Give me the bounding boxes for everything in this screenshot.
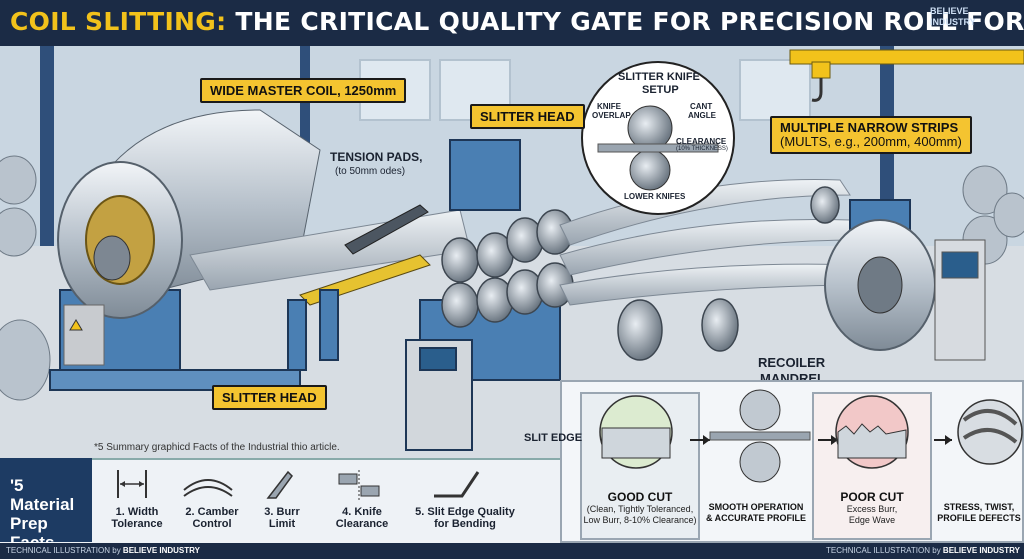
tension-pads-sub: (to 50mm odes): [335, 166, 406, 177]
good-cut-title: GOOD CUT: [607, 490, 673, 504]
overhead-crane: [789, 49, 1024, 79]
camber-control-icon: [183, 479, 233, 497]
knife-overlap-label-1: KNIFE: [597, 102, 621, 111]
title-bar: COIL SLITTING: THE CRITICAL QUALITY GATE…: [0, 0, 1024, 46]
roller-bottom: [739, 441, 781, 483]
control-console: [934, 239, 986, 361]
clearance-label: CLEARANCE: [676, 137, 727, 146]
good-cut-strip: [601, 427, 671, 459]
arrow-icon-3: [945, 435, 952, 445]
master-coil-callout: WIDE MASTER COIL, 1250mm: [200, 78, 407, 103]
fact-2-line-1: 2. Camber: [185, 506, 239, 518]
knife-clearance-icon: [338, 470, 380, 500]
fact-4-line-2: Clearance: [335, 518, 389, 530]
footer-right: TECHNICAL ILLUSTRATION by BELIEVE INDUST…: [826, 546, 1020, 555]
footnote: *5 Summary graphicd Facts of the Industr…: [94, 442, 340, 453]
page-title: COIL SLITTING: THE CRITICAL QUALITY GATE…: [10, 7, 1024, 36]
narrow-strips-title: MULTIPLE NARROW STRIPS: [780, 120, 959, 135]
brand-logo: BELIEVE INDUSTRY: [930, 6, 1018, 42]
fact-5-line-2: for Bending: [434, 518, 496, 530]
arrow-icon-2: [831, 435, 838, 445]
good-cut-sub-2: Low Burr, 8-10% Clearance): [583, 515, 697, 525]
fact-1-line-2: Tolerance: [111, 518, 163, 530]
tension-pads: [287, 204, 431, 371]
quality-diagrams: [599, 389, 1023, 483]
crane-hook-icon: [811, 78, 823, 102]
tension-pads-label: TENSION PADS,: [330, 150, 423, 164]
defects-label: STRESS, TWIST,PROFILE DEFECTS: [934, 502, 1024, 524]
poor-cut-sub: Excess Burr,Edge Wave: [812, 504, 932, 526]
narrow-strips-callout: MULTIPLE NARROW STRIPS (MULTS, e.g., 200…: [770, 116, 972, 154]
facts-heading-1: '5 Material: [10, 476, 75, 514]
footer-right-prefix: TECHNICAL ILLUSTRATION by: [826, 546, 943, 555]
footer-right-brand: BELIEVE INDUSTRY: [942, 546, 1020, 555]
poor-cut-strip: [837, 423, 907, 459]
knife-setup-title-2: SETUP: [642, 84, 679, 96]
slitter-machine: [405, 139, 561, 451]
warning-icon: [69, 319, 83, 331]
knife-setup-title-1: SLITTER KNIFE: [618, 71, 700, 83]
recoiler: [824, 199, 936, 351]
smooth-operation-label: SMOOTH OPERATION& ACCURATE PROFILE: [700, 502, 812, 524]
good-cut-sub-1: (Clean, Tightly Toleranced,: [586, 504, 694, 514]
defects-line-2: PROFILE DEFECTS: [937, 513, 1021, 523]
footer-left-prefix: TECHNICAL ILLUSTRATION by: [6, 546, 123, 555]
roller-top: [739, 389, 781, 431]
lower-knifes-label: LOWER KNIFES: [624, 192, 686, 201]
footer-left: TECHNICAL ILLUSTRATION by BELIEVE INDUST…: [6, 546, 200, 555]
arrow-icon: [703, 435, 710, 445]
facts-heading: '5 Material Prep Facts: [0, 458, 92, 552]
footer: TECHNICAL ILLUSTRATION by BELIEVE INDUST…: [0, 543, 1024, 559]
poor-cut-title: POOR CUT: [840, 490, 904, 504]
slitter-head-callout-top: SLITTER HEAD: [470, 104, 585, 129]
fact-4-line-1: 4. Knife: [342, 506, 382, 518]
smooth-line-2: & ACCURATE PROFILE: [706, 513, 806, 523]
logo-line-1: BELIEVE: [930, 6, 969, 16]
narrow-strips: [559, 179, 871, 306]
logo-line-2: INDUSTRY: [930, 17, 976, 27]
defects-line-1: STRESS, TWIST,: [943, 502, 1015, 512]
slitter-head-callout-bottom: SLITTER HEAD: [212, 385, 327, 410]
fact-2-line-2: Control: [192, 518, 232, 530]
fact-3-line-1: 3. Burr: [264, 506, 300, 518]
electrical-cabinet: [63, 304, 105, 366]
title-rest: THE CRITICAL QUALITY GATE FOR PRECISION …: [226, 7, 1024, 36]
fact-1-line-1: 1. Width: [115, 506, 159, 518]
title-accent: COIL SLITTING:: [10, 7, 227, 36]
good-cut-sub: (Clean, Tightly Toleranced,Low Burr, 8-1…: [570, 504, 710, 526]
poor-cut-sub-1: Excess Burr,: [846, 504, 898, 514]
fact-3-line-2: Limit: [268, 518, 296, 530]
smooth-line-1: SMOOTH OPERATION: [708, 502, 804, 512]
cant-angle-label-2: ANGLE: [688, 111, 716, 120]
slit-edge-label: SLIT EDGE: [524, 432, 583, 444]
burr-limit-icon: [266, 470, 293, 499]
facts-panel: [0, 458, 560, 544]
slit-edge-quality-icon: [434, 471, 480, 498]
cant-angle-label-1: CANT: [690, 102, 713, 111]
recoiler-label: RECOILER: [758, 355, 826, 370]
clearance-sub: (10% THICKNESS): [676, 146, 728, 152]
fact-5-line-1: 5. Slit Edge Quality: [415, 506, 515, 518]
narrow-strips-sub: (MULTS, e.g., 200mm, 400mm): [780, 134, 962, 149]
width-tolerance-icon: [117, 470, 147, 498]
footer-left-brand: BELIEVE INDUSTRY: [122, 546, 200, 555]
poor-cut-sub-2: Edge Wave: [848, 515, 896, 525]
knife-overlap-label-2: OVERLAP: [592, 111, 631, 120]
slitter-rolls: [441, 209, 574, 328]
knife-setup-inset: [581, 61, 735, 215]
